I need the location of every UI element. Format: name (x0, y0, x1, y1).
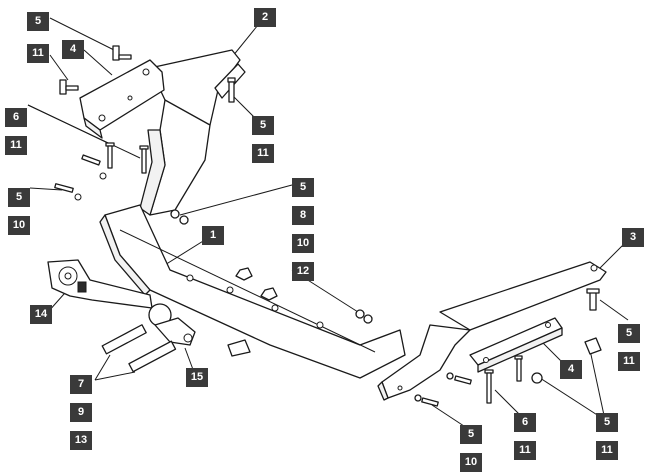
right-side-plate (469, 317, 563, 373)
right-bolts (414, 288, 602, 407)
label-11: 11 (514, 441, 536, 460)
left-side-plate (79, 59, 165, 139)
label-8: 8 (292, 206, 314, 225)
electrics-bracket (47, 259, 153, 309)
label-6: 6 (514, 413, 536, 432)
nuts (170, 209, 373, 324)
label-5: 5 (252, 116, 274, 135)
label-11: 11 (5, 136, 27, 155)
label-5: 5 (292, 178, 314, 197)
label-5: 5 (596, 413, 618, 432)
label-5: 5 (8, 188, 30, 207)
label-9: 9 (70, 403, 92, 422)
label-11: 11 (596, 441, 618, 460)
label-5: 5 (460, 425, 482, 444)
tow-ball (148, 303, 196, 346)
label-7: 7 (70, 375, 92, 394)
label-11: 11 (618, 352, 640, 371)
label-13: 13 (70, 431, 92, 450)
label-5: 5 (618, 324, 640, 343)
label-5: 5 (27, 12, 49, 31)
label-10: 10 (8, 216, 30, 235)
label-1: 1 (202, 226, 224, 245)
label-4: 4 (62, 40, 84, 59)
label-4: 4 (560, 360, 582, 379)
label-2: 2 (254, 8, 276, 27)
label-15: 15 (186, 368, 208, 387)
label-10: 10 (292, 234, 314, 253)
label-12: 12 (292, 262, 314, 281)
label-11: 11 (252, 144, 274, 163)
label-10: 10 (460, 453, 482, 472)
label-6: 6 (5, 108, 27, 127)
right-side-bracket (377, 261, 607, 401)
pins (101, 324, 177, 373)
label-11: 11 (27, 44, 49, 63)
label-14: 14 (30, 305, 52, 324)
label-3: 3 (622, 228, 644, 247)
left-bolts (54, 45, 236, 201)
main-crossbar (99, 204, 406, 379)
